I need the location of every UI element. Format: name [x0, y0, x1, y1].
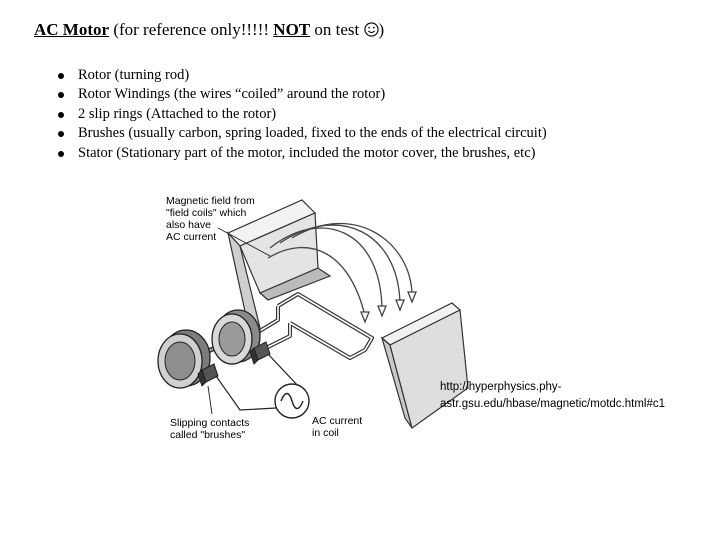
bullet-dot-icon	[58, 92, 64, 99]
bullet-dot-icon	[58, 111, 64, 118]
bullet-item: Brushes (usually carbon, spring loaded, …	[50, 124, 547, 143]
brush-back	[249, 341, 271, 365]
bullet-item: Rotor Windings (the wires “coiled” aroun…	[50, 85, 547, 104]
ac-motor-diagram: Magnetic field from "field coils" which …	[150, 188, 630, 458]
smiley-icon	[363, 22, 379, 37]
title-on-test: on test	[310, 20, 364, 39]
magnetic-field-arrows	[267, 222, 417, 324]
source-url: http://hyperphysics.phy- astr.gsu.edu/hb…	[440, 381, 666, 410]
bullet-item: 2 slip rings (Attached to the rotor)	[50, 105, 547, 124]
title-close-paren: )	[378, 20, 385, 39]
title-not: NOT	[273, 20, 311, 39]
bullet-text: Rotor (turning rod)	[78, 67, 190, 83]
ac-current-label: AC current in coil	[312, 415, 363, 439]
field-leader-line	[217, 227, 271, 257]
brushes-label: Slipping contacts called "brushes"	[170, 417, 250, 441]
slip-ring-front	[157, 329, 211, 389]
bullet-text: 2 slip rings (Attached to the rotor)	[78, 105, 277, 122]
bullet-dot-icon	[58, 73, 64, 79]
title-ac-motor: AC Motor	[34, 20, 110, 39]
slip-ring-back	[211, 309, 261, 365]
bullet-item: Rotor (turning rod)	[50, 66, 547, 85]
stator-pole-front	[380, 302, 469, 429]
bullet-text: Rotor Windings (the wires “coiled” aroun…	[78, 86, 386, 103]
ac-source-icon	[274, 383, 310, 419]
brush-leader-line	[207, 385, 213, 415]
bullet-text: Brushes (usually carbon, spring loaded, …	[78, 125, 547, 142]
bullet-dot-icon	[58, 131, 64, 138]
slide-title: AC Motor (for reference only!!!!! NOT on…	[34, 20, 384, 40]
title-note: (for reference only!!!!!	[109, 20, 274, 39]
bullet-list: Rotor (turning rod) Rotor Windings (the …	[50, 66, 547, 163]
bullet-item: Stator (Stationary part of the motor, in…	[50, 144, 547, 163]
brush-front	[197, 363, 219, 387]
bullet-dot-icon	[58, 150, 64, 157]
bullet-text: Stator (Stationary part of the motor, in…	[78, 144, 536, 161]
motor-illustration	[157, 199, 469, 429]
field-coils-label: Magnetic field from "field coils" which …	[166, 195, 255, 243]
